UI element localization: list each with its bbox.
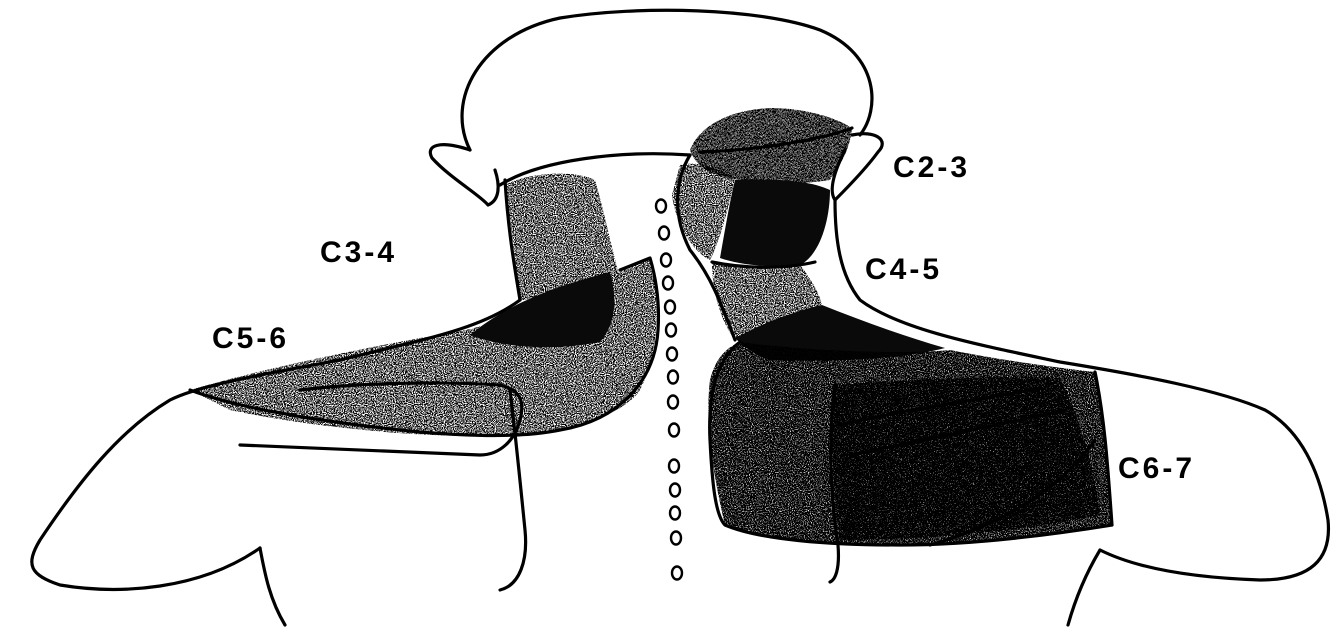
right-arm-lower-outline — [1068, 550, 1100, 625]
spine-dot — [665, 301, 675, 314]
left-ear-outline — [430, 145, 498, 205]
spine-dot — [668, 371, 678, 384]
spine-dot — [656, 200, 666, 213]
label-c3-4: C3-4 — [320, 236, 397, 270]
spine-dot — [672, 567, 682, 580]
spine-dot — [669, 460, 679, 473]
spine-dot — [661, 254, 671, 267]
spine-dot — [670, 484, 680, 497]
spine-dot — [669, 424, 679, 437]
spine-dot — [667, 348, 677, 361]
spine-dot — [663, 277, 673, 290]
spinous-process-dots — [656, 200, 682, 580]
spine-dot — [666, 324, 676, 337]
spine-dot — [668, 396, 678, 409]
label-c2-3: C2-3 — [893, 151, 970, 185]
left-arm-lower-outline — [260, 548, 285, 625]
label-c4-5: C4-5 — [865, 253, 942, 287]
spine-dot — [671, 532, 681, 545]
label-c5-6: C5-6 — [212, 322, 289, 356]
spine-dot — [670, 507, 680, 520]
label-c6-7: C6-7 — [1118, 452, 1195, 486]
spine-dot — [659, 227, 669, 240]
zone-c4-5-right-dark-upper — [720, 179, 830, 266]
